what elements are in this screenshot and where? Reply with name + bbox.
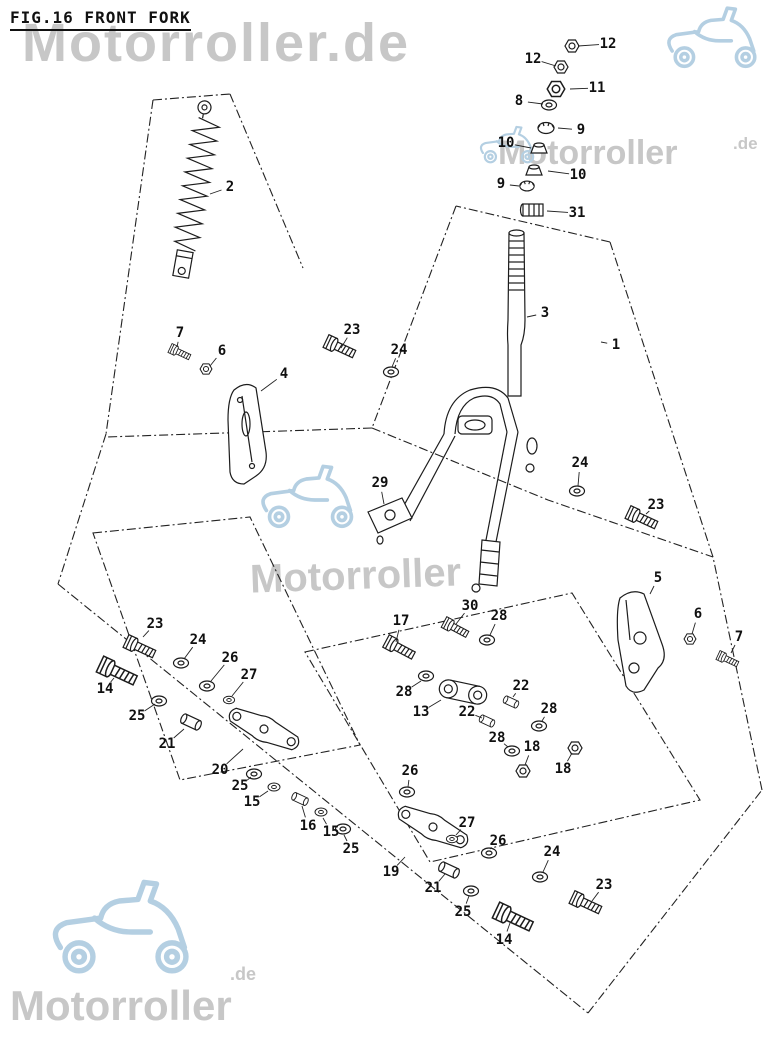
hardware-upper xyxy=(167,334,741,670)
leader-line xyxy=(407,779,410,788)
leader-line xyxy=(730,644,736,654)
bracket-right-drawing xyxy=(616,591,665,693)
figure-title: FIG.16 FRONT FORK xyxy=(10,8,191,31)
leader-line xyxy=(567,752,573,762)
leader-line xyxy=(577,471,580,487)
leader-line xyxy=(396,856,406,866)
leader-line xyxy=(506,922,511,932)
leader-line xyxy=(438,873,446,882)
leader-line xyxy=(301,805,306,818)
leader-line xyxy=(110,677,115,683)
watermark-right-de: .de xyxy=(733,134,758,153)
leader-line xyxy=(645,510,650,515)
leader-line xyxy=(455,612,465,625)
leader-line xyxy=(542,860,549,873)
headset-stack-drawing xyxy=(519,39,580,217)
leader-line xyxy=(144,703,156,712)
leader-line xyxy=(475,714,483,719)
leader-line xyxy=(591,891,599,902)
leader-line xyxy=(509,184,520,187)
leader-line xyxy=(527,101,544,105)
leader-line xyxy=(259,790,269,798)
leader-line xyxy=(246,776,252,781)
shock-absorber-drawing xyxy=(172,100,222,279)
leader-line xyxy=(381,491,385,505)
leader-line xyxy=(465,895,470,904)
leader-line xyxy=(210,664,225,682)
leader-line xyxy=(428,699,442,708)
leader-line xyxy=(649,585,655,595)
leader-line xyxy=(546,210,569,213)
leader-line xyxy=(541,716,545,722)
leader-line xyxy=(322,817,327,825)
front-fork-drawing xyxy=(367,229,538,593)
scooter-logo-icon xyxy=(667,6,757,69)
hardware-middle-cluster xyxy=(382,616,604,936)
leader-line xyxy=(541,61,557,67)
leader-line xyxy=(343,834,348,842)
leader-line xyxy=(557,127,573,130)
leader-line xyxy=(411,680,422,688)
leader-line xyxy=(340,337,348,349)
bracket-left-drawing xyxy=(227,383,267,485)
leader-line xyxy=(691,622,696,635)
leader-line xyxy=(231,681,244,697)
leader-line xyxy=(209,357,217,367)
leader-line xyxy=(260,378,278,392)
leader-line xyxy=(226,748,244,765)
leader-lines xyxy=(110,44,736,932)
leader-line xyxy=(489,623,496,636)
leader-line xyxy=(183,646,194,660)
watermark-bottom: Motorroller xyxy=(10,982,232,1029)
leader-line xyxy=(209,189,222,195)
scooter-logo-icon xyxy=(55,882,186,970)
leader-line xyxy=(512,693,517,698)
leader-line xyxy=(176,341,179,348)
leader-line xyxy=(526,314,537,318)
leader-line xyxy=(173,728,185,739)
scooter-logo-icon xyxy=(479,125,535,164)
leader-line xyxy=(514,144,532,149)
leader-line xyxy=(489,847,492,850)
leader-line xyxy=(503,743,509,748)
leader-line xyxy=(577,44,600,47)
watermark-bottom-de: .de xyxy=(230,964,257,984)
leader-line xyxy=(455,829,462,836)
leader-line xyxy=(569,87,589,90)
leader-line xyxy=(547,170,570,175)
leader-line xyxy=(391,358,397,368)
leader-line xyxy=(600,341,608,344)
leader-line xyxy=(142,630,150,638)
scooter-logo-icon xyxy=(261,464,354,529)
scooter-watermark-icons xyxy=(55,6,757,971)
watermark-top: Motorroller.de xyxy=(22,13,411,73)
boundary-lines xyxy=(57,93,763,1014)
leader-line xyxy=(395,629,400,643)
leader-line xyxy=(524,755,530,766)
